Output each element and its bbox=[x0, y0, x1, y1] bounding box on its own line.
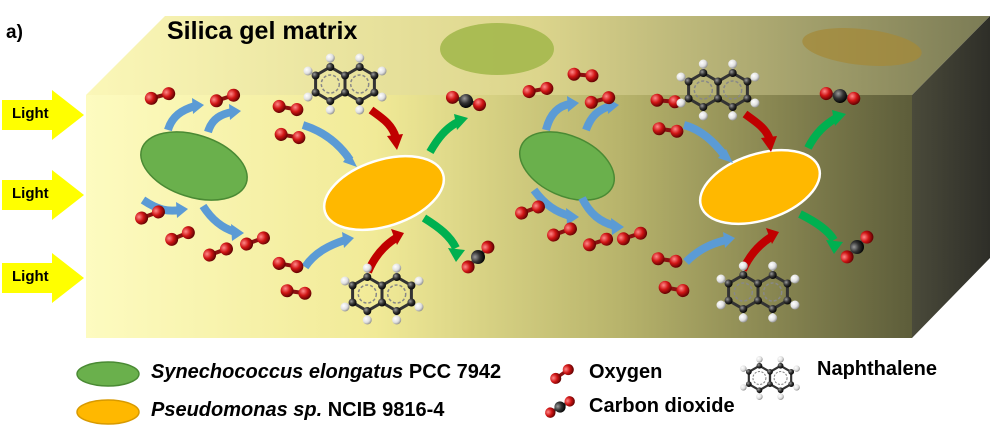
legend-co2-icon bbox=[542, 393, 578, 421]
light-arrow-icon bbox=[2, 253, 84, 303]
legend-synechococcus-strain: PCC 7942 bbox=[403, 361, 502, 383]
light-arrow: Light bbox=[2, 253, 84, 303]
legend-pseudomonas-strain: NCIB 9816-4 bbox=[322, 399, 445, 421]
light-arrow-icon bbox=[2, 170, 84, 220]
legend-synechococcus: Synechococcus elongatus PCC 7942 bbox=[151, 361, 501, 384]
legend-carbon-dioxide: Carbon dioxide bbox=[589, 395, 735, 417]
legend-oxygen: Oxygen bbox=[589, 361, 663, 383]
legend-synechococcus-swatch bbox=[76, 361, 140, 387]
light-label: Light bbox=[12, 105, 49, 122]
synechococcus-cell bbox=[518, 131, 616, 201]
legend-pseudomonas: Pseudomonas sp. NCIB 9816-4 bbox=[151, 399, 444, 422]
pseudomonas-cell bbox=[322, 154, 446, 232]
light-arrow: Light bbox=[2, 90, 84, 140]
synechococcus-cell-top bbox=[440, 23, 554, 75]
naphthalene-uptake-arrowheads bbox=[387, 134, 779, 245]
legend-oxygen-icon bbox=[548, 361, 576, 387]
gel-side-face bbox=[912, 16, 990, 338]
synechococcus-cell bbox=[140, 131, 248, 201]
pseudomonas-cell bbox=[698, 148, 822, 226]
silica-gel-matrix-label: Silica gel matrix bbox=[167, 17, 358, 45]
legend-pseudomonas-swatch bbox=[76, 399, 140, 425]
co2-release-arrowheads bbox=[448, 110, 846, 262]
light-arrow-icon bbox=[2, 90, 84, 140]
light-label: Light bbox=[12, 268, 49, 285]
co2-release-arrows bbox=[421, 114, 839, 250]
legend-synechococcus-italic: Synechococcus elongatus bbox=[151, 361, 404, 383]
panel-label: a) bbox=[6, 22, 23, 43]
pseudomonas-cell-top bbox=[802, 28, 922, 66]
legend-naphthalene: Naphthalene bbox=[817, 358, 938, 380]
legend-pseudomonas-italic: Pseudomonas sp. bbox=[151, 399, 323, 421]
light-arrow: Light bbox=[2, 170, 84, 220]
legend-naphthalene-icon bbox=[739, 354, 801, 402]
light-label: Light bbox=[12, 185, 49, 202]
